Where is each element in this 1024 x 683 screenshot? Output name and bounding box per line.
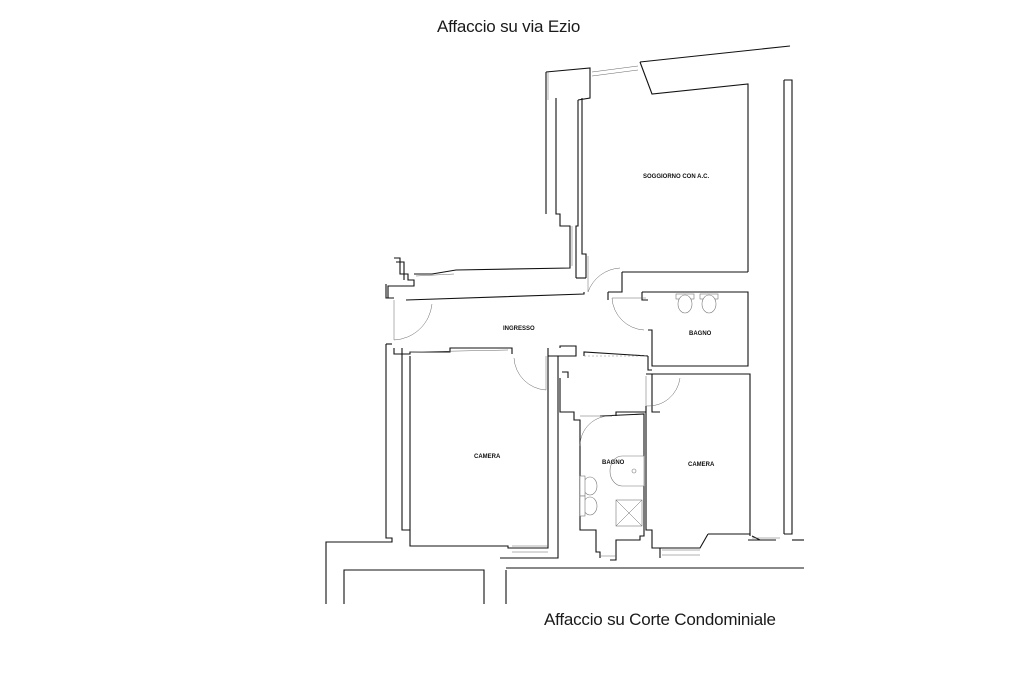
windows (409, 65, 780, 557)
fixtures (579, 293, 719, 527)
room-label-soggiorno: SOGGIORNO CON A.C. (643, 174, 709, 180)
room-label-camera-right: CAMERA (688, 462, 715, 468)
room-label-bagno-lower: BAGNO (602, 460, 625, 466)
room-label-camera-left: CAMERA (474, 454, 501, 460)
room-label-bagno-upper: BAGNO (689, 331, 712, 337)
bottom-facing-label: Affaccio su Corte Condominiale (544, 610, 776, 629)
room-labels: SOGGIORNO CON A.C. INGRESSO BAGNO CAMERA… (474, 174, 715, 468)
top-facing-label: Affaccio su via Ezio (437, 17, 581, 36)
room-label-ingresso: INGRESSO (503, 326, 535, 332)
walls (325, 45, 804, 604)
doors (393, 256, 681, 447)
